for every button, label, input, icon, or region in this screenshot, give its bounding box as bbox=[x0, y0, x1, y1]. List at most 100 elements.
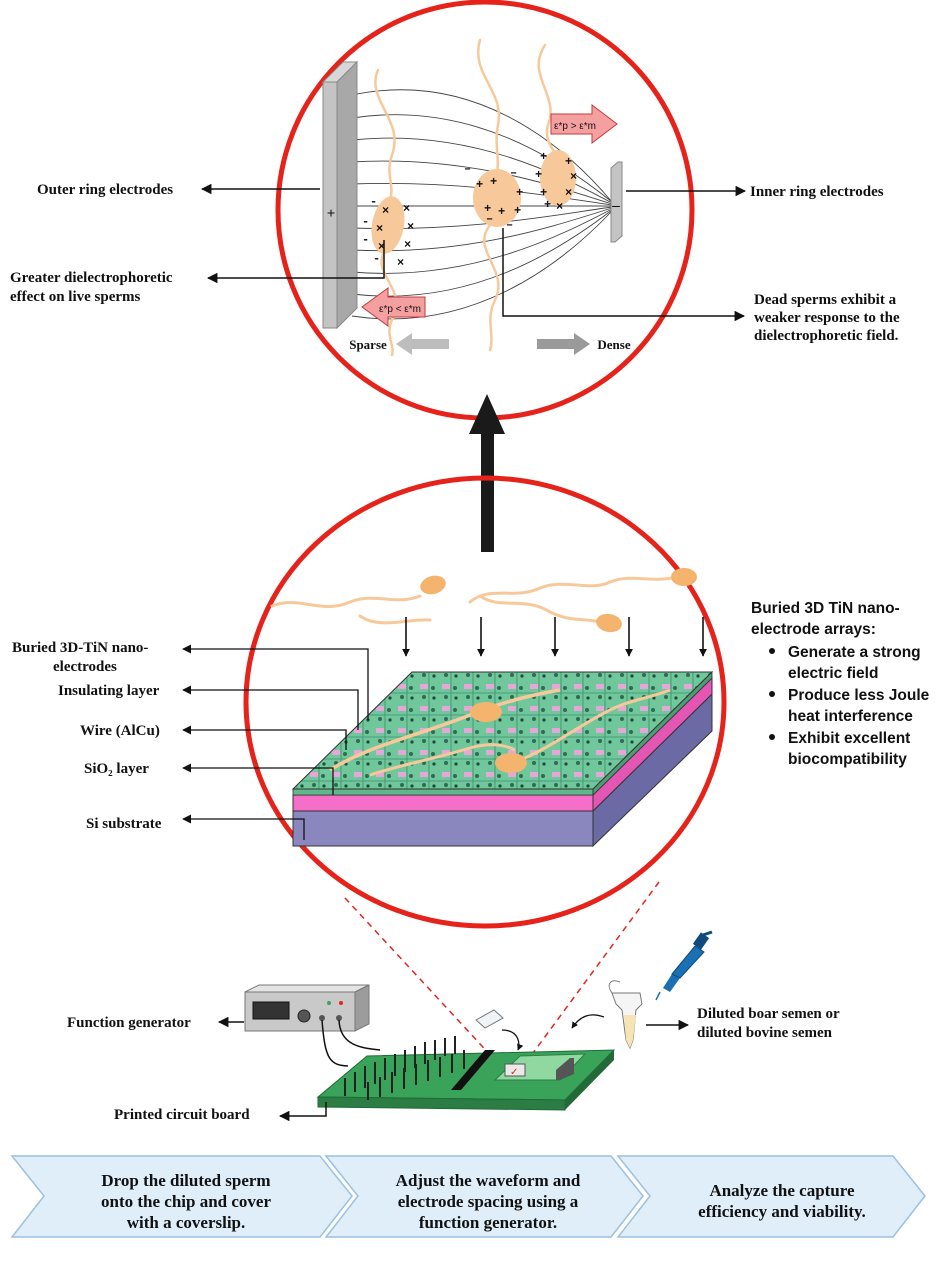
svg-text:function generator.: function generator. bbox=[419, 1213, 557, 1232]
bullets-title-2: electrode arrays: bbox=[751, 621, 876, 638]
svg-text:Generate a strong: Generate a strong bbox=[788, 644, 921, 661]
svg-text:×: × bbox=[378, 240, 385, 254]
middle-ring bbox=[243, 475, 727, 929]
pcb-label: Printed circuit board bbox=[114, 1107, 250, 1123]
si-substrate-label: Si substrate bbox=[86, 816, 162, 832]
sparse-dense: Sparse Dense bbox=[349, 333, 631, 355]
sperm-head-right bbox=[540, 150, 576, 206]
svg-text:+: + bbox=[544, 198, 551, 212]
svg-text:×: × bbox=[556, 200, 563, 214]
svg-text:×: × bbox=[404, 238, 411, 252]
dead-label-1: Dead sperms exhibit a bbox=[754, 292, 897, 308]
svg-text:biocompatibility: biocompatibility bbox=[788, 751, 907, 768]
step-chevrons: Drop the diluted sperm onto the chip and… bbox=[10, 1155, 926, 1238]
semen-label-1: Diluted boar semen or bbox=[697, 1006, 840, 1022]
minus-sign: – bbox=[611, 198, 620, 214]
top-labels: Outer ring electrodes Inner ring electro… bbox=[10, 182, 900, 344]
sperm-heads bbox=[371, 150, 576, 254]
sample-tube bbox=[608, 980, 643, 1050]
svg-text:✓: ✓ bbox=[510, 1067, 518, 1078]
sparse-label: Sparse bbox=[349, 337, 387, 352]
buried-label-2: electrodes bbox=[53, 659, 117, 675]
outer-ring-label: Outer ring electrodes bbox=[37, 182, 173, 198]
bullet-item: Generate a strong electric field bbox=[769, 644, 921, 682]
svg-text:electrode spacing using a: electrode spacing using a bbox=[398, 1192, 579, 1211]
svg-text:–: – bbox=[510, 166, 517, 180]
svg-text:Exhibit excellent: Exhibit excellent bbox=[788, 730, 910, 747]
svg-text:+: + bbox=[476, 178, 483, 192]
svg-text:×: × bbox=[397, 256, 404, 270]
live-sperm-head bbox=[371, 196, 405, 254]
svg-text:+: + bbox=[540, 150, 547, 164]
setup-scene: ✓ bbox=[244, 930, 713, 1111]
svg-text:×: × bbox=[565, 186, 572, 200]
svg-text:–: – bbox=[486, 212, 493, 226]
svg-text:×: × bbox=[403, 202, 410, 216]
svg-text:Adjust the waveform and: Adjust the waveform and bbox=[396, 1171, 581, 1190]
sio2-label: SiO₂ layer bbox=[84, 761, 149, 777]
dead-label-3: dielectrophoretic field. bbox=[754, 328, 899, 344]
svg-text:with a coverslip.: with a coverslip. bbox=[127, 1213, 246, 1232]
inner-electrode: – bbox=[610, 161, 623, 243]
svg-text:+: + bbox=[490, 175, 497, 189]
svg-text:electric field: electric field bbox=[788, 665, 878, 682]
bullets-title-1: Buried 3D TiN nano- bbox=[751, 600, 900, 617]
eps-gt-arrow: ε*p > ε*m bbox=[550, 103, 618, 145]
svg-text:×: × bbox=[570, 170, 577, 184]
svg-text:-: - bbox=[362, 233, 369, 247]
generator-display bbox=[252, 1001, 290, 1020]
coverslip bbox=[475, 1009, 504, 1029]
pcb: ✓ bbox=[316, 1036, 616, 1111]
svg-text:heat interference: heat interference bbox=[788, 708, 913, 725]
dead-sperm-head bbox=[473, 169, 521, 227]
svg-text:+: + bbox=[535, 168, 542, 182]
step-3: Analyze the capture efficiency and viabi… bbox=[616, 1155, 926, 1238]
insulating-label: Insulating layer bbox=[58, 683, 160, 699]
svg-text:+: + bbox=[565, 155, 572, 169]
function-generator bbox=[244, 984, 370, 1032]
buried-label-1: Buried 3D-TiN nano- bbox=[12, 640, 148, 656]
svg-text:+: + bbox=[514, 204, 521, 218]
middle-ring-circle bbox=[243, 475, 727, 929]
swimming-sperms bbox=[270, 576, 674, 625]
charges: ---- ××× ×××× ++++++ –––– +++ +×× +× bbox=[362, 150, 577, 270]
step-1: Drop the diluted sperm onto the chip and… bbox=[10, 1155, 353, 1238]
eps-lt-arrow: ε*p < ε*m bbox=[361, 287, 426, 327]
middle-labels: Buried 3D-TiN nano- electrodes Insulatin… bbox=[12, 640, 369, 840]
svg-text:–: – bbox=[506, 218, 513, 232]
svg-text:+: + bbox=[498, 205, 505, 219]
bullet-item: Exhibit excellent biocompatibility bbox=[769, 730, 910, 768]
semen-label-2: diluted bovine semen bbox=[697, 1025, 833, 1041]
svg-text:+: + bbox=[516, 186, 523, 200]
svg-text:×: × bbox=[407, 220, 414, 234]
svg-text:Drop the diluted sperm: Drop the diluted sperm bbox=[101, 1171, 270, 1190]
outer-electrode-plate: + bbox=[321, 60, 359, 330]
wire-label: Wire (AlCu) bbox=[80, 723, 160, 739]
plus-sign: + bbox=[327, 206, 336, 222]
pipette-icon bbox=[655, 930, 713, 1001]
svg-text:+: + bbox=[540, 186, 547, 200]
greater-effect-label-1: Greater dielectrophoretic bbox=[10, 270, 173, 286]
bottom-labels: Function generator Printed circuit board… bbox=[67, 1006, 840, 1123]
electrode-array-bullets: Buried 3D TiN nano- electrode arrays: Ge… bbox=[751, 600, 930, 768]
svg-text:-: - bbox=[370, 195, 377, 209]
down-arrows bbox=[402, 617, 707, 657]
dead-label-2: weaker response to the bbox=[754, 310, 900, 326]
eps-lt-label: ε*p < ε*m bbox=[379, 304, 421, 315]
bullet-item: Produce less Joule heat interference bbox=[769, 687, 930, 725]
svg-text:efficiency and viability.: efficiency and viability. bbox=[698, 1202, 866, 1221]
dense-label: Dense bbox=[597, 337, 630, 352]
svg-text:Produce less Joule: Produce less Joule bbox=[788, 687, 930, 704]
svg-text:-: - bbox=[362, 215, 369, 229]
svg-text:–: – bbox=[464, 162, 471, 176]
svg-text:+: + bbox=[484, 202, 491, 216]
svg-text:×: × bbox=[376, 222, 383, 236]
step-2: Adjust the waveform and electrode spacin… bbox=[324, 1155, 644, 1238]
swimming-sperm-heads bbox=[420, 568, 697, 633]
magnify-up-arrow bbox=[469, 394, 505, 552]
top-ring: + – ---- ××× ×××× ++++++ –––– +++ bbox=[275, 0, 695, 421]
svg-text:-: - bbox=[373, 252, 380, 266]
function-generator-label: Function generator bbox=[67, 1015, 191, 1031]
svg-text:onto the chip and cover: onto the chip and cover bbox=[101, 1192, 271, 1211]
